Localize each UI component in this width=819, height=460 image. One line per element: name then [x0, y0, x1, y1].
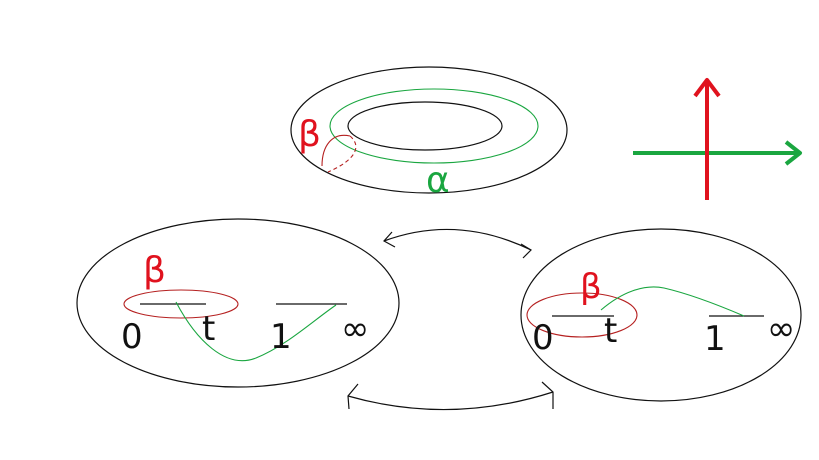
right-disk-boundary: [520, 228, 802, 402]
right-zero-label: 0: [532, 318, 554, 358]
left-green-curve: [175, 301, 337, 362]
torus-hole: [347, 101, 503, 151]
left-beta-label: β: [143, 250, 166, 291]
left-zero-label: 0: [121, 317, 143, 357]
torus-beta-label: β: [298, 114, 321, 155]
beta-cycle-front: [321, 134, 351, 167]
right-infinity-label: ∞: [767, 309, 795, 349]
axes-icon: [633, 78, 802, 200]
right-green-curve: [600, 286, 745, 317]
vertical-arrowhead-icon: [693, 78, 721, 98]
right-t-label: t: [604, 311, 617, 351]
torus-outer: [290, 66, 568, 194]
torus-alpha-label: α: [426, 160, 450, 201]
right-disk: β 0 t 1 ∞: [520, 228, 802, 402]
left-one-label: 1: [270, 317, 292, 357]
left-infinity-label: ∞: [341, 309, 369, 349]
torus: β α: [290, 66, 568, 201]
left-disk-boundary: [76, 218, 400, 388]
right-beta-loop: [526, 292, 638, 338]
horizontal-arrowhead-icon: [784, 140, 802, 166]
left-beta-loop: [123, 289, 239, 319]
top-double-arrow: [383, 228, 532, 259]
alpha-cycle: [329, 88, 539, 164]
beta-cycle-back: [327, 135, 357, 173]
left-t-label: t: [202, 309, 215, 349]
bottom-double-arrow: [347, 381, 554, 411]
right-beta-label: β: [580, 267, 602, 307]
right-one-label: 1: [704, 319, 726, 359]
left-disk: β 0 t 1 ∞: [76, 218, 400, 388]
